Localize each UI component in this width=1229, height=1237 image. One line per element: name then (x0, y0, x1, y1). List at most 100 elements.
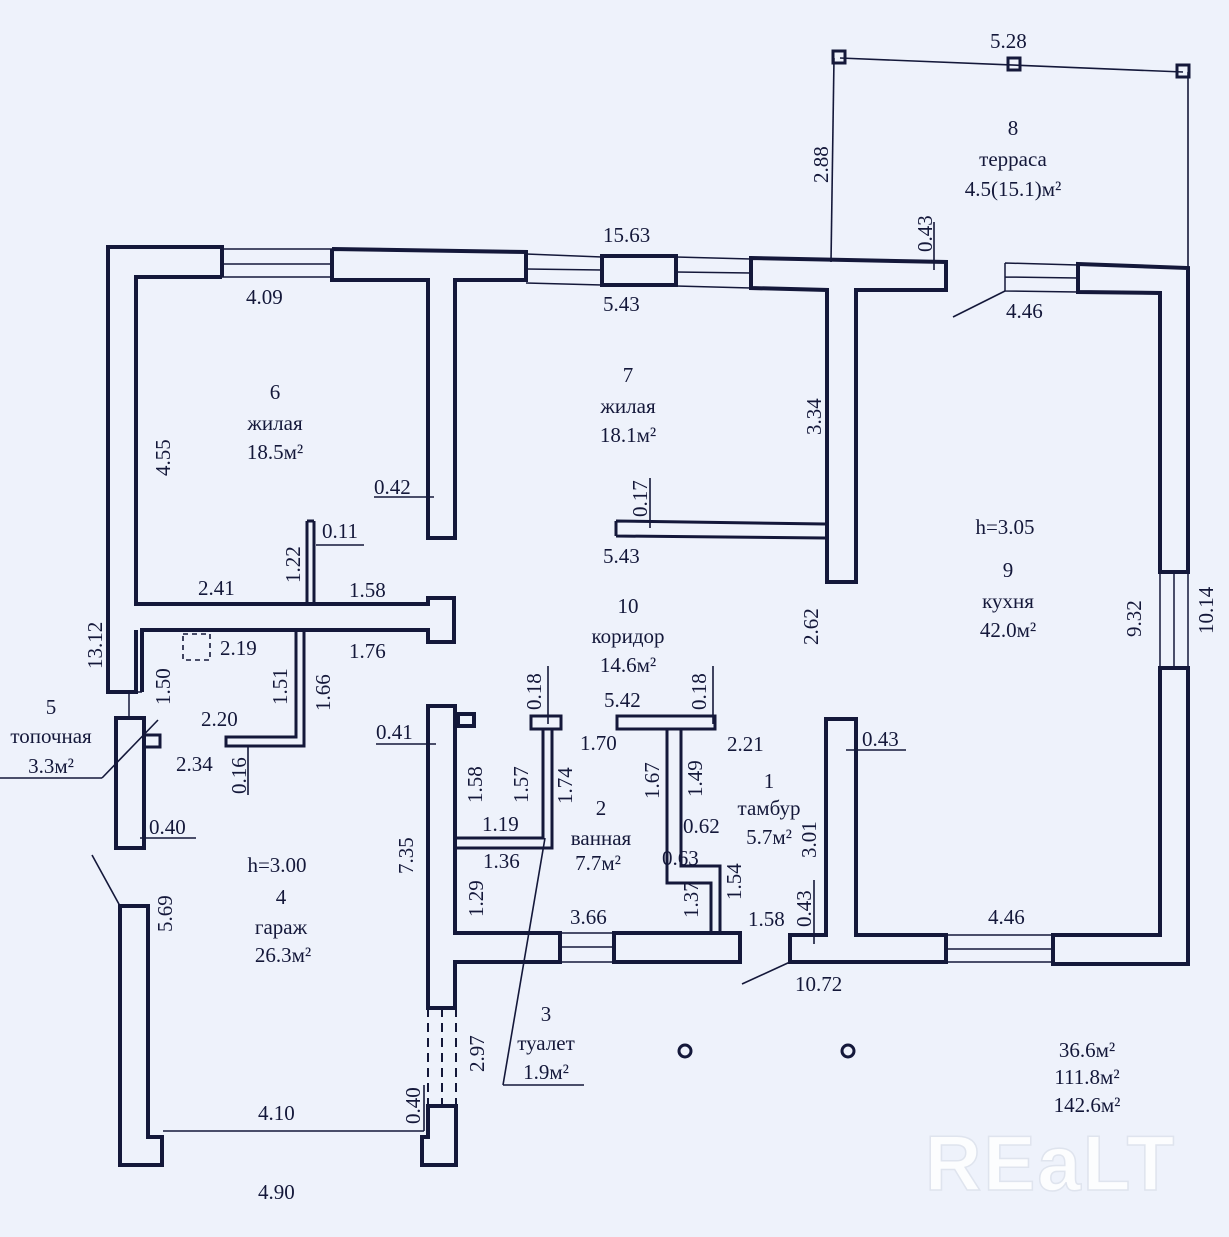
room-7-label: 7 жилая 18.1м² (599, 363, 656, 447)
room-area: 18.5м² (247, 440, 303, 464)
garage-gate (427, 1007, 457, 1107)
dim-label: 3.34 (802, 398, 826, 435)
dim-label: 0.11 (322, 519, 358, 543)
dim-label: 0.18 (522, 673, 546, 710)
room-number: 8 (1008, 116, 1019, 140)
dim-label: 2.21 (727, 732, 764, 756)
column-marker (840, 1043, 856, 1059)
dim-label: 2.88 (809, 146, 833, 183)
room-number: 2 (596, 796, 607, 820)
dim-label: 1.67 (640, 762, 664, 799)
room-area: 26.3м² (255, 943, 311, 967)
room-9-label: h=3.05 9 кухня 42.0м² (975, 515, 1036, 642)
room-1-label: 1 тамбур 5.7м² (738, 769, 801, 849)
dim-label: 0.43 (792, 890, 816, 927)
room-number: 3 (541, 1002, 552, 1026)
dim-label: 1.58 (748, 907, 785, 931)
dim-label: 2.41 (198, 576, 235, 600)
room-number: 9 (1003, 558, 1014, 582)
room-number: 5 (46, 695, 57, 719)
dim-label: 2.19 (220, 636, 257, 660)
dim-label: 0.42 (374, 475, 411, 499)
dim-label: 2.62 (799, 608, 823, 645)
dim-label: 1.51 (268, 668, 292, 705)
column-marker (677, 1043, 693, 1059)
dim-label: 0.40 (149, 815, 186, 839)
dim-label: 4.46 (1006, 299, 1043, 323)
room-area: 7.7м² (575, 851, 621, 875)
windows (116, 248, 1189, 963)
dim-label: 1.76 (349, 639, 386, 663)
room-area: 14.6м² (600, 653, 656, 677)
dim-label: 2.34 (176, 752, 213, 776)
dim-label: 9.32 (1122, 600, 1146, 637)
dim-label: 4.90 (258, 1180, 295, 1204)
dim-label: 1.54 (722, 863, 746, 900)
dim-label: 10.14 (1194, 586, 1218, 634)
room-name: тамбур (738, 796, 801, 820)
terrace-post (1175, 63, 1191, 79)
dim-label: 4.09 (246, 285, 283, 309)
dim-label: 3.66 (570, 905, 607, 929)
vertical-dimension-labels: 2.88 0.43 4.55 3.34 0.17 1.22 2.62 9.32 … (83, 146, 1218, 1124)
room-2-label: 2 ванная 7.7м² (571, 796, 632, 875)
dim-label: 4.55 (151, 439, 175, 476)
room-name: гараж (255, 915, 308, 939)
room-area: 42.0м² (980, 618, 1036, 642)
dim-label: 5.43 (603, 544, 640, 568)
room-name: жилая (246, 411, 303, 435)
room-8-label: 8 терраса 4.5(15.1)м² (965, 116, 1062, 201)
dim-label: 1.74 (553, 767, 577, 804)
dim-label: 1.70 (580, 731, 617, 755)
room-number: 6 (270, 380, 281, 404)
dim-label: 5.69 (153, 895, 177, 932)
room-number: 1 (764, 769, 775, 793)
terrace-post (1006, 56, 1022, 72)
dim-label: 7.35 (394, 837, 418, 874)
dimension-lines (0, 222, 1006, 1132)
dim-label: 1.36 (483, 849, 520, 873)
room-number: 7 (623, 363, 634, 387)
boiler-symbol (182, 633, 211, 661)
dim-label: 1.37 (679, 881, 703, 918)
room-area: 3.3м² (28, 754, 74, 778)
dim-label: 3.01 (797, 821, 821, 858)
dim-label: 0.17 (628, 480, 652, 517)
total-area: 36.6м² (1059, 1038, 1115, 1062)
room-number: 10 (618, 594, 639, 618)
terrace-outline (830, 49, 1191, 268)
dim-label: 2.20 (201, 707, 238, 731)
dim-label: 1.50 (151, 668, 175, 705)
dim-label: 4.10 (258, 1101, 295, 1125)
dim-label: 0.62 (683, 814, 720, 838)
dim-label: 1.19 (482, 812, 519, 836)
dim-label: 5.28 (990, 29, 1027, 53)
dim-label: 4.46 (988, 905, 1025, 929)
dim-label: 1.49 (683, 760, 707, 797)
room-name: туалет (517, 1031, 575, 1055)
dim-label: 0.63 (662, 846, 699, 870)
room-name: жилая (599, 394, 656, 418)
dim-label: 0.43 (913, 215, 937, 252)
room-6-label: 6 жилая 18.5м² (246, 380, 303, 464)
room-area: 1.9м² (523, 1060, 569, 1084)
area-totals: 36.6м² 111.8м² 142.6м² (1054, 1038, 1121, 1117)
dim-label: 1.58 (349, 578, 386, 602)
dimension-labels: 5.28 15.63 4.09 5.43 4.46 0.42 0.11 5.43… (149, 29, 1043, 1204)
room-area: 4.5(15.1)м² (965, 177, 1062, 201)
total-area: 142.6м² (1054, 1093, 1121, 1117)
room-area: 18.1м² (600, 423, 656, 447)
room-name: топочная (10, 724, 92, 748)
dim-label: 5.42 (604, 688, 641, 712)
dim-label: 0.43 (862, 727, 899, 751)
dim-label: 1.58 (463, 766, 487, 803)
dim-label: 2.97 (465, 1035, 489, 1072)
terrace-post (831, 49, 847, 65)
dim-label: 0.18 (687, 673, 711, 710)
room-area: 5.7м² (746, 825, 792, 849)
room-name: ванная (571, 826, 632, 850)
total-area: 111.8м² (1054, 1065, 1119, 1089)
dim-label: 0.41 (376, 720, 413, 744)
room-name: коридор (591, 624, 664, 648)
